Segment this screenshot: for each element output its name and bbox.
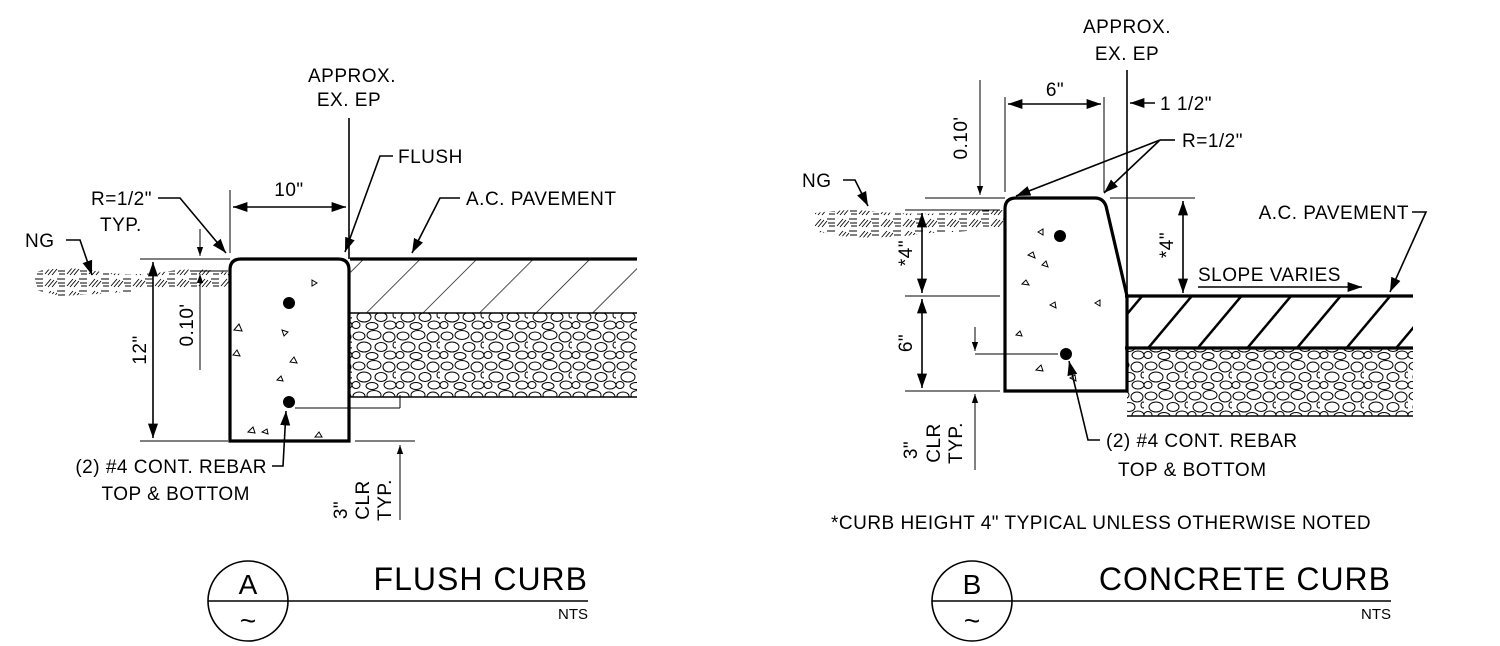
depth-dimension-label: 6" xyxy=(896,334,917,352)
ac-pavement-label: A.C. PAVEMENT xyxy=(466,189,616,210)
radius-label: R=1/2" xyxy=(91,189,152,210)
svg-text:CLR: CLR xyxy=(353,480,374,520)
ac-pavement-hatch xyxy=(350,259,637,313)
drop-dimension-label: 0.10' xyxy=(951,116,972,159)
natural-ground-label: NG xyxy=(25,231,55,252)
natural-ground-hatch xyxy=(35,268,230,296)
ac-pavement-label: A.C. PAVEMENT xyxy=(1259,203,1409,224)
slope-label: SLOPE VARIES xyxy=(1198,265,1341,286)
detail-title-a: FLUSH CURB xyxy=(374,561,588,597)
offset-dimension-label: 1 1/2" xyxy=(1160,94,1212,115)
detail-a-flush-curb: APPROX. EX. EP 10" FLUSH A.C. PAVEMENT R… xyxy=(25,66,637,642)
detail-title-b: CONCRETE CURB xyxy=(1099,561,1391,597)
rebar-top xyxy=(283,297,295,309)
svg-text:CLR: CLR xyxy=(924,423,945,463)
radius-label: R=1/2" xyxy=(1182,131,1243,152)
width-dimension-label: 10" xyxy=(274,180,303,201)
aggregate-base xyxy=(350,313,637,397)
scale-label-b: NTS xyxy=(1361,606,1391,623)
svg-text:3": 3" xyxy=(331,501,352,519)
svg-text:TYP.: TYP. xyxy=(375,479,396,521)
ex-ep-label: EX. EP xyxy=(1095,44,1159,65)
rebar-top xyxy=(1054,230,1066,242)
detail-sheet-a: ~ xyxy=(240,605,256,636)
width-dimension-label: 6" xyxy=(1046,80,1064,101)
approx-label: APPROX. xyxy=(308,66,396,87)
concrete-aggregate-marks xyxy=(232,279,323,438)
clearance-label: 3" CLR TYP. xyxy=(331,479,396,521)
rebar-bottom xyxy=(283,396,295,408)
curb-height-right-label: *4" xyxy=(1157,232,1178,258)
concrete-aggregate-marks xyxy=(1014,228,1101,382)
rebar-label: (2) #4 CONT. REBAR xyxy=(1106,431,1298,452)
ex-ep-label: EX. EP xyxy=(317,90,381,111)
natural-ground-hatch xyxy=(815,210,1005,238)
curb-height-left-label: *4" xyxy=(896,240,917,266)
aggregate-base xyxy=(1127,348,1413,416)
rebar-location-label: TOP & BOTTOM xyxy=(1118,460,1267,481)
svg-text:TYP.: TYP. xyxy=(946,422,967,464)
flush-curb-section xyxy=(228,257,351,443)
height-dimension-label: 12" xyxy=(130,335,151,364)
ac-pavement-hatch xyxy=(1127,296,1413,348)
rebar-location-label: TOP & BOTTOM xyxy=(101,484,250,505)
svg-text:3": 3" xyxy=(901,441,922,459)
approx-label: APPROX. xyxy=(1083,17,1171,38)
flush-label: FLUSH xyxy=(398,147,463,168)
scale-label-a: NTS xyxy=(558,606,588,623)
curb-height-note: *CURB HEIGHT 4" TYPICAL UNLESS OTHERWISE… xyxy=(831,513,1371,534)
clearance-label: 3" CLR TYP. xyxy=(901,422,967,464)
detail-letter-a: A xyxy=(239,569,258,600)
detail-b-concrete-curb: APPROX. EX. EP 6" 1 1/2" R=1/2" 0.10' NG… xyxy=(802,17,1428,642)
rebar-label: (2) #4 CONT. REBAR xyxy=(75,457,267,478)
radius-typ-label: TYP. xyxy=(100,215,142,236)
detail-letter-b: B xyxy=(963,569,982,600)
rebar-bottom xyxy=(1060,348,1072,360)
natural-ground-label: NG xyxy=(802,171,832,192)
concrete-curb-section xyxy=(1003,196,1129,393)
detail-sheet-b: ~ xyxy=(964,605,980,636)
drop-dimension-label: 0.10' xyxy=(177,303,198,346)
